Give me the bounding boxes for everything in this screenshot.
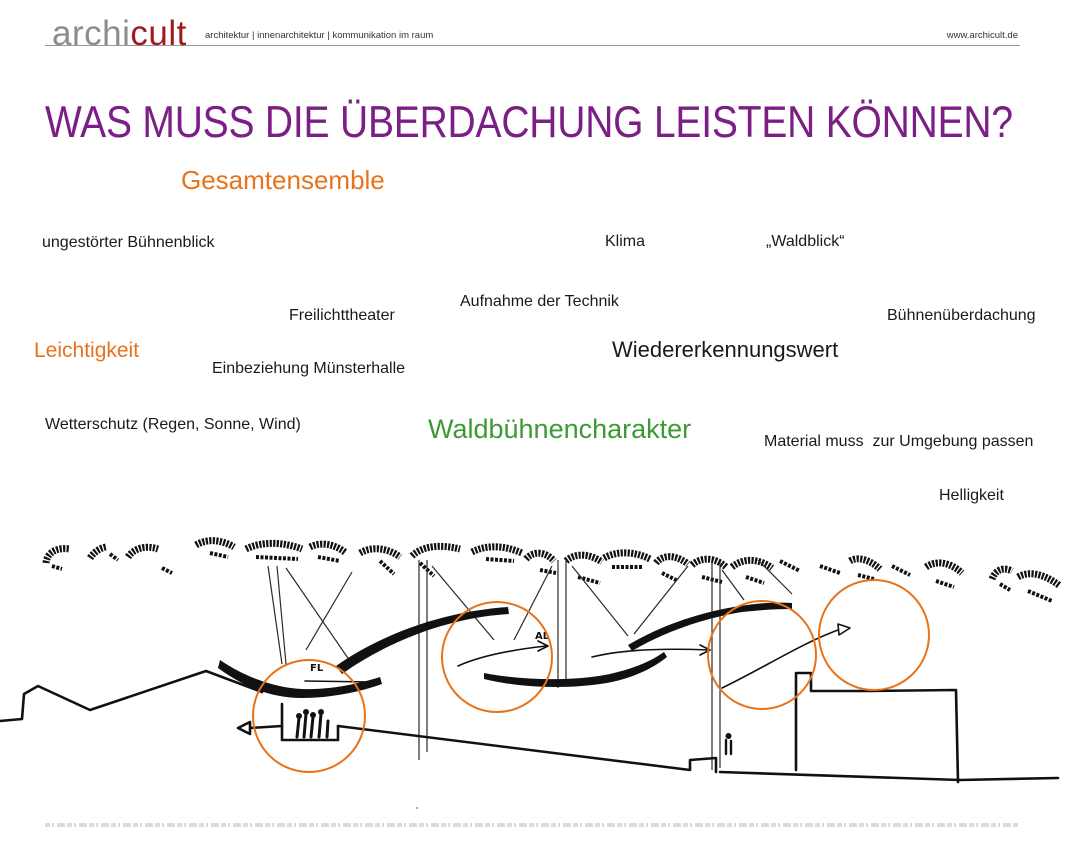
keyword-buehnenueberdachung: Bühnenüberdachung <box>887 307 1036 324</box>
keyword-gesamtensemble: Gesamtensemble <box>181 165 385 195</box>
highlight-circle-2 <box>441 601 553 713</box>
keyword-material: Material muss zur Umgebung passen <box>764 433 1034 450</box>
keyword-helligkeit: Helligkeit <box>939 487 1004 504</box>
keyword-waldbuehnencharakter: Waldbühnencharakter <box>428 414 692 444</box>
highlight-circle-1 <box>252 659 366 773</box>
roof-segment-2 <box>336 607 509 674</box>
keyword-technik: Aufnahme der Technik <box>460 293 619 310</box>
figure-head <box>318 709 324 715</box>
sketch-annotations: FL AL <box>310 631 550 674</box>
header-tagline: architektur | innenarchitektur | kommuni… <box>205 30 434 41</box>
stage-box <box>280 702 340 742</box>
keyword-buehnenblick: ungestörter Bühnenblick <box>42 234 215 251</box>
flow-arrow-3 <box>591 644 711 658</box>
canopy-brush-strokes <box>42 537 1063 589</box>
keyword-waldblick: „Waldblick“ <box>766 233 845 250</box>
audience-figures <box>295 709 733 756</box>
right-building-outline <box>794 671 960 784</box>
terrain-and-buildings <box>0 669 1060 784</box>
flow-arrow-2 <box>457 640 549 667</box>
slide-title: WAS MUSS DIE ÜBERDACHUNG LEISTEN KÖNNEN? <box>45 97 1013 148</box>
stage-floor-left <box>236 720 284 736</box>
flow-arrow-1 <box>304 680 373 683</box>
keyword-leichtigkeit: Leichtigkeit <box>34 339 140 362</box>
keyword-klima: Klima <box>605 233 646 250</box>
roof-segment-3 <box>484 652 667 688</box>
keyword-muensterhalle: Einbeziehung Münsterhalle <box>212 360 406 377</box>
mast-middle <box>557 560 567 688</box>
cable-lines <box>267 559 793 665</box>
logo-cult: cult <box>130 14 187 53</box>
highlight-circle-4 <box>818 579 930 691</box>
logo-archi: archi <box>52 14 131 53</box>
header-rule <box>45 45 1020 46</box>
figure-head <box>303 709 309 715</box>
canopy-hatching <box>42 537 1063 603</box>
stage-figures <box>295 712 330 739</box>
ground-right <box>718 770 1060 782</box>
annotation-al: AL <box>535 631 550 642</box>
highlight-circles <box>252 579 930 773</box>
support-cables <box>267 559 793 665</box>
keyword-wiedererkennungswert: Wiedererkennungswert <box>612 337 839 362</box>
roof-segment-4 <box>628 602 792 651</box>
figure-head <box>310 712 316 718</box>
keyword-wetterschutz: Wetterschutz (Regen, Sonne, Wind) <box>45 416 301 433</box>
mast-left <box>418 560 428 760</box>
flow-arrow-4 <box>721 623 851 689</box>
annotation-fl: FL <box>310 663 324 674</box>
archicult-logo: archicult <box>52 16 187 51</box>
roof-segment-1 <box>218 660 382 698</box>
masts <box>418 560 721 770</box>
figure-head <box>296 713 302 719</box>
standing-figure <box>724 738 733 756</box>
figure-head <box>725 733 732 739</box>
highlight-circle-3 <box>707 600 817 710</box>
ground-slope <box>336 724 718 774</box>
stray-dot <box>416 807 418 809</box>
left-building-roofline <box>0 669 264 723</box>
flow-arrows <box>304 623 851 689</box>
mast-right <box>711 562 721 770</box>
roof-membranes <box>218 602 792 698</box>
header-website: www.archicult.de <box>946 30 1018 41</box>
keyword-freilichttheater: Freilichttheater <box>289 307 395 324</box>
